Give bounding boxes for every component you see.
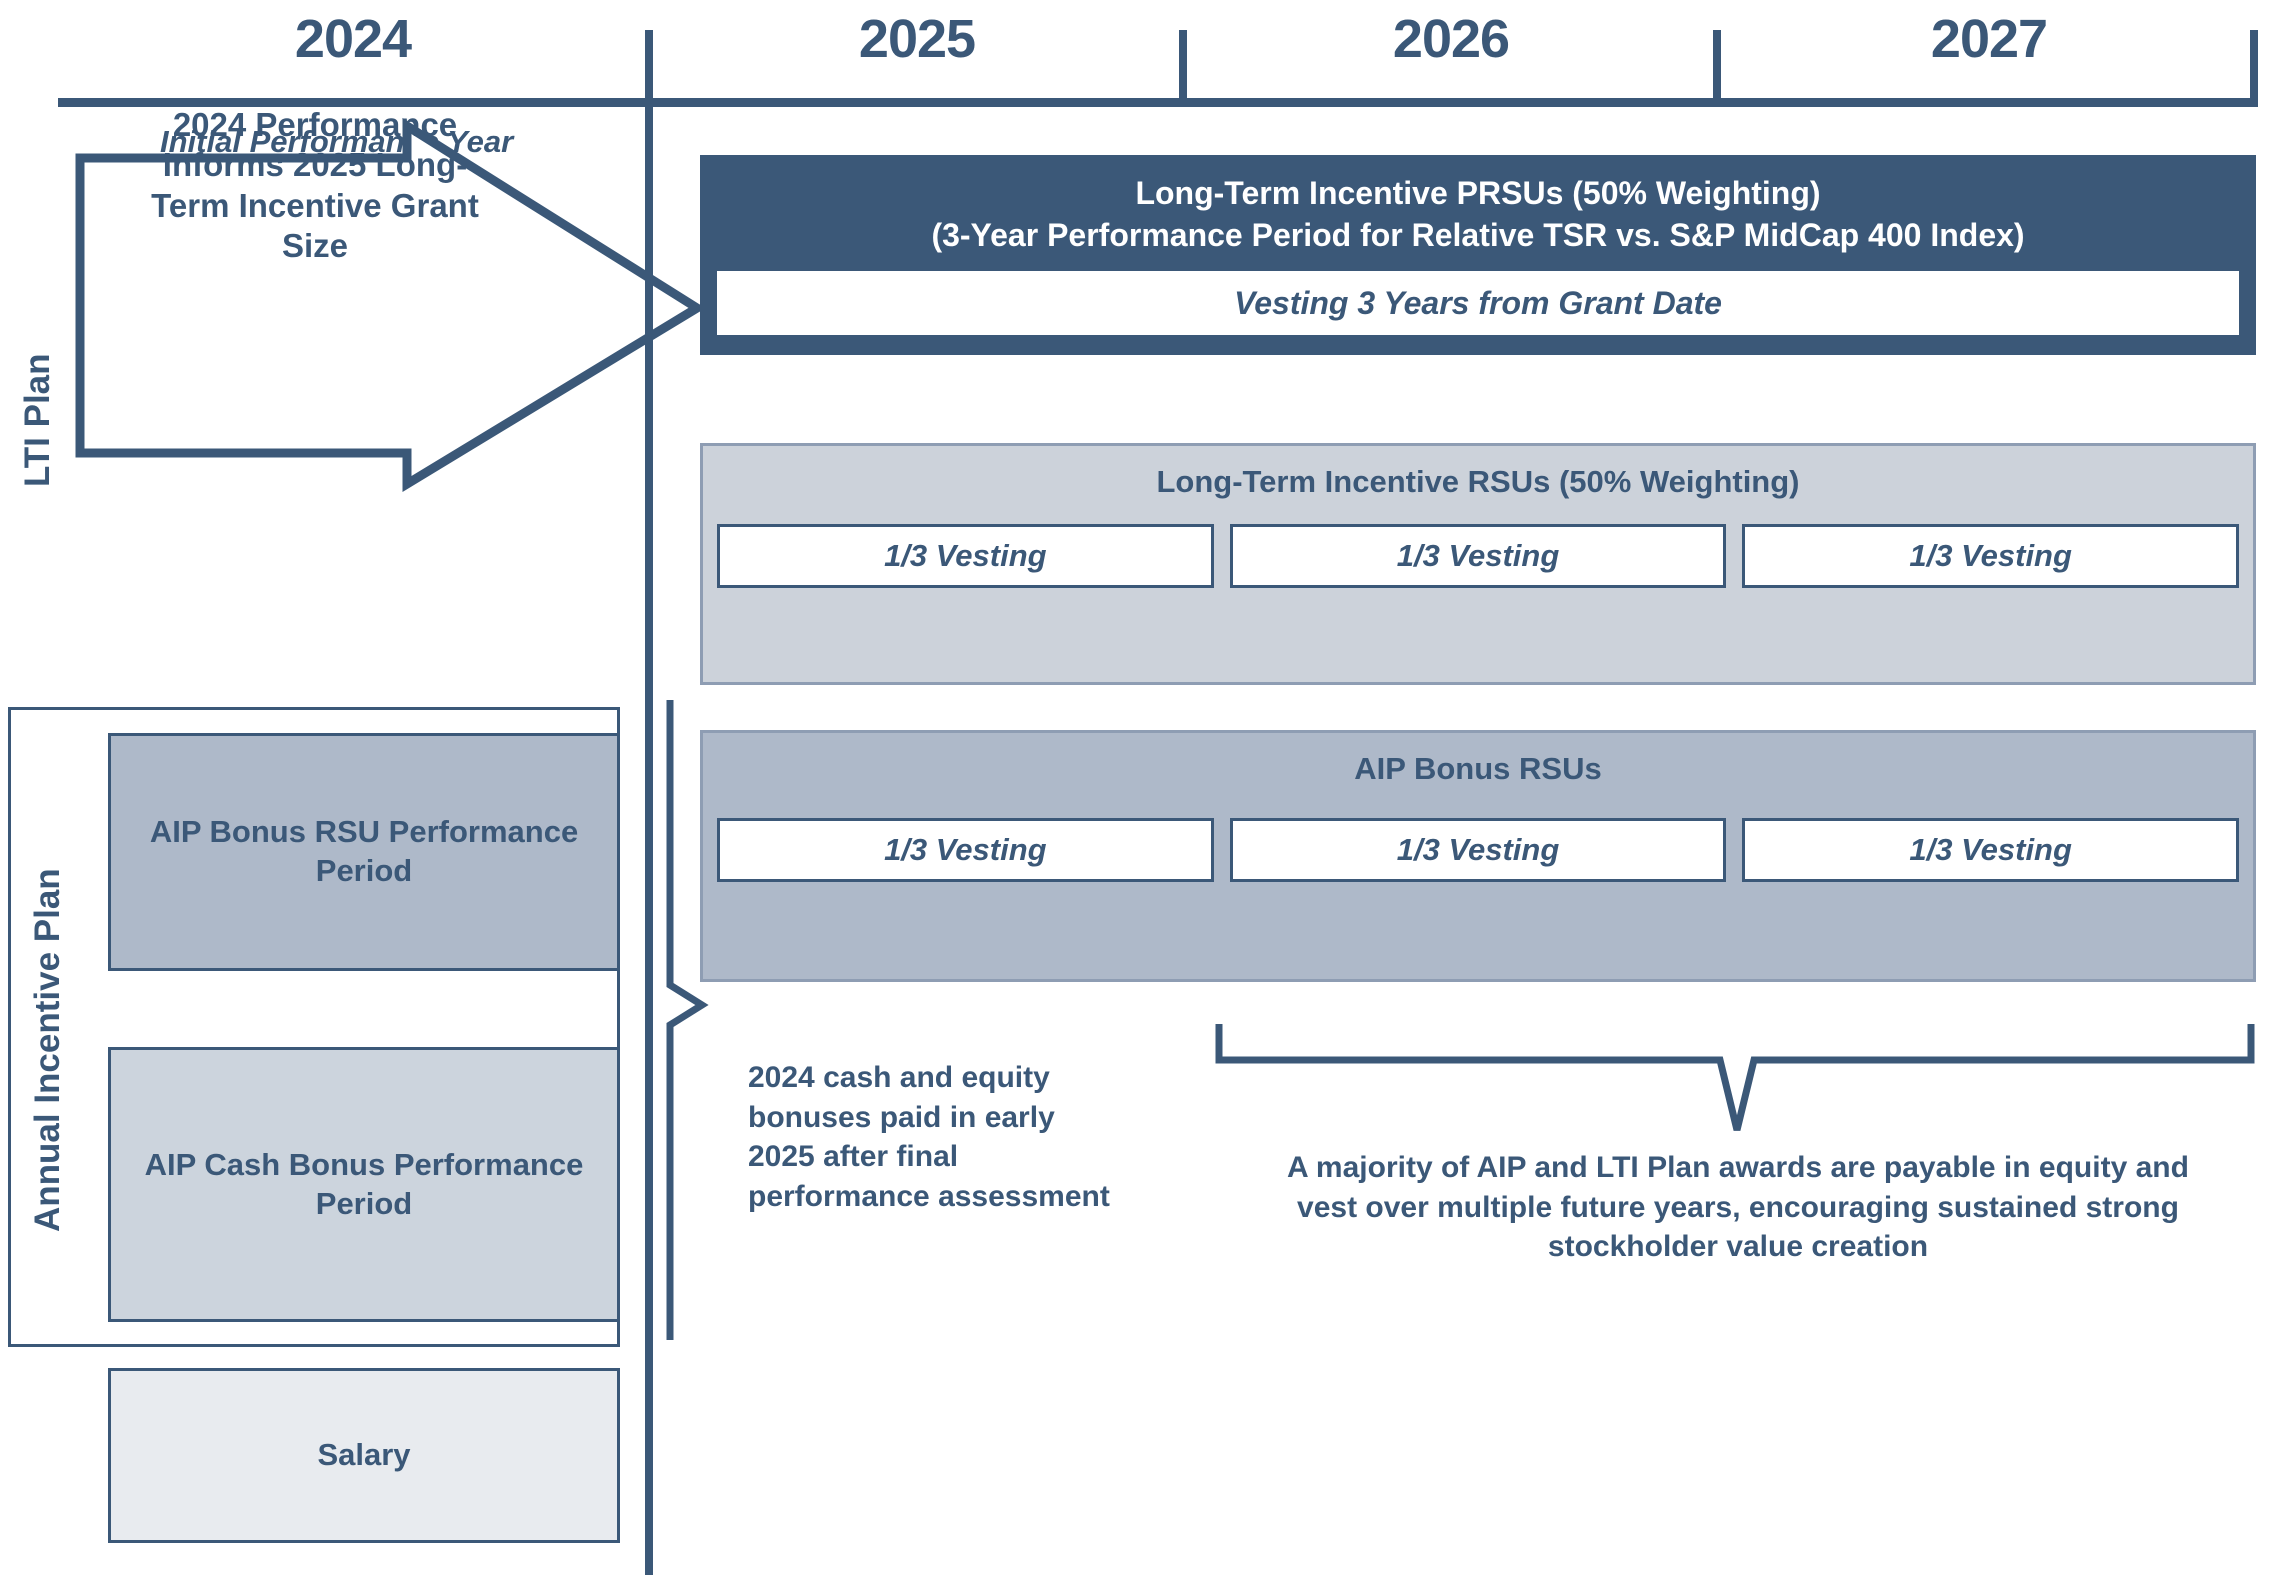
timeline-axis: [58, 98, 2258, 107]
timeline-tick-2026: [1179, 30, 1187, 107]
aip-rsu-vest-2: 1/3 Vesting: [1229, 818, 1727, 882]
aip-rsu-vest-1: 1/3 Vesting: [717, 818, 1214, 882]
lti-rsu-title: Long-Term Incentive RSUs (50% Weighting): [1156, 464, 1800, 499]
timeline-vertical-2025-lower: [645, 160, 653, 1575]
lti-rsu-band: Long-Term Incentive RSUs (50% Weighting)…: [700, 443, 2256, 685]
year-label-2026: 2026: [1392, 9, 1510, 69]
aip-bonus-rsu-box: AIP Bonus RSU Performance Period: [108, 733, 620, 971]
aip-cash-bonus-box: AIP Cash Bonus Performance Period: [108, 1047, 620, 1322]
prsu-vesting-box: Vesting 3 Years from Grant Date: [717, 271, 2239, 335]
majority-brace: [1215, 1022, 2255, 1142]
annual-incentive-outline: [8, 707, 620, 1347]
payout-brace: [660, 700, 740, 1340]
prsu-title-line2: (3-Year Performance Period for Relative …: [931, 217, 2025, 254]
payout-note: 2024 cash and equity bonuses paid in ear…: [748, 1061, 1110, 1213]
timeline-tick-2025: [645, 30, 653, 160]
timeline-tick-2027: [1713, 30, 1721, 107]
prsu-title-line1: Long-Term Incentive PRSUs (50% Weighting…: [1135, 175, 1821, 211]
aip-rsu-band: AIP Bonus RSUs 1/3 Vesting 1/3 Vesting 1…: [700, 730, 2256, 982]
performance-arrow: [72, 117, 712, 493]
lti-rsu-vest-1: 1/3 Vesting: [717, 524, 1214, 588]
year-label-2024: 2024: [294, 9, 412, 69]
lti-rsu-vest-row: 1/3 Vesting 1/3 Vesting 1/3 Vesting: [717, 524, 2240, 588]
aip-rsu-vest-row: 1/3 Vesting 1/3 Vesting 1/3 Vesting: [717, 818, 2240, 882]
majority-note: A majority of AIP and LTI Plan awards ar…: [1287, 1151, 2189, 1264]
prsu-block: Long-Term Incentive PRSUs (50% Weighting…: [700, 155, 2256, 355]
year-label-2025: 2025: [858, 9, 976, 69]
lti-rsu-vest-2: 1/3 Vesting: [1229, 524, 1727, 588]
timeline-tick-end: [2250, 30, 2258, 107]
year-label-2027: 2027: [1930, 9, 2048, 69]
rail-label-lti-plan: LTI Plan: [18, 353, 57, 487]
lti-rsu-vest-3: 1/3 Vesting: [1742, 524, 2240, 588]
aip-rsu-title: AIP Bonus RSUs: [1354, 751, 1602, 786]
arrow-text: 2024 Performance Informs 2025 Long-Term …: [151, 106, 479, 264]
salary-box: Salary: [108, 1368, 620, 1543]
aip-rsu-vest-3: 1/3 Vesting: [1742, 818, 2240, 882]
prsu-title-wrap: Long-Term Incentive PRSUs (50% Weighting…: [703, 172, 2253, 256]
